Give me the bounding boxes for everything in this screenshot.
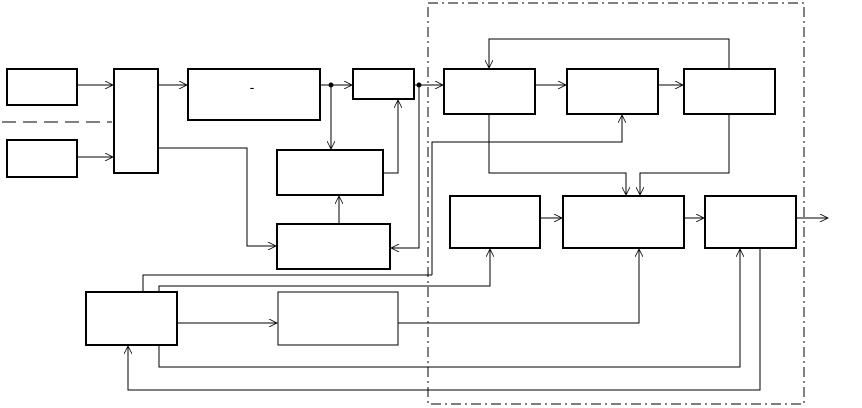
bottom-mid-block <box>277 291 399 346</box>
mux-block <box>113 68 159 174</box>
r1-block <box>443 68 536 115</box>
r5-block <box>562 195 685 249</box>
mid-lower-block <box>276 223 391 270</box>
ctrl-block <box>85 291 178 346</box>
mid-upper-block <box>276 149 384 196</box>
input-bottom-block <box>6 139 78 178</box>
junction-node <box>328 82 334 88</box>
input-top-block <box>6 68 78 106</box>
main-top-label: - <box>250 79 255 95</box>
connections <box>77 38 828 391</box>
main-top-block <box>187 68 321 121</box>
small-top-block <box>352 68 415 100</box>
r2-block <box>566 68 659 115</box>
dash-dot-enclosure <box>427 2 805 405</box>
r3-block <box>683 68 776 115</box>
r6-block <box>704 195 797 249</box>
junction-node <box>416 82 422 88</box>
r4-block <box>449 195 541 249</box>
